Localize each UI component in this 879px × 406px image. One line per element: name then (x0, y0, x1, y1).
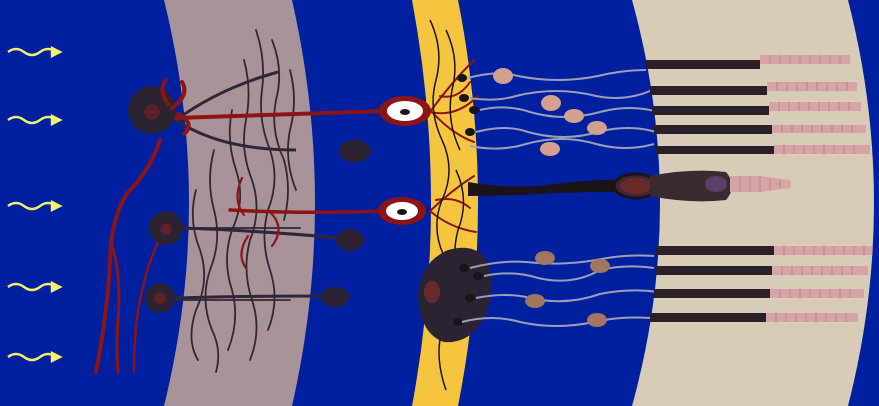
rod-photoreceptor (656, 145, 870, 154)
ganglion-cell (128, 86, 176, 134)
capillary-cross-section (378, 197, 426, 225)
rod-photoreceptor (656, 246, 872, 255)
rod-photoreceptor (656, 266, 868, 275)
ganglion-cell (145, 283, 175, 313)
ganglion-cell-body (336, 229, 364, 251)
ganglion-cell-body (321, 287, 349, 307)
rod-photoreceptor (650, 313, 858, 322)
ganglion-cell-body (339, 140, 371, 162)
rod-photoreceptor (654, 125, 866, 134)
capillary-cross-section (379, 96, 431, 126)
ganglion-cell (149, 211, 183, 245)
rod-photoreceptor (654, 289, 864, 298)
horizontal-cell-nucleus (424, 281, 440, 303)
